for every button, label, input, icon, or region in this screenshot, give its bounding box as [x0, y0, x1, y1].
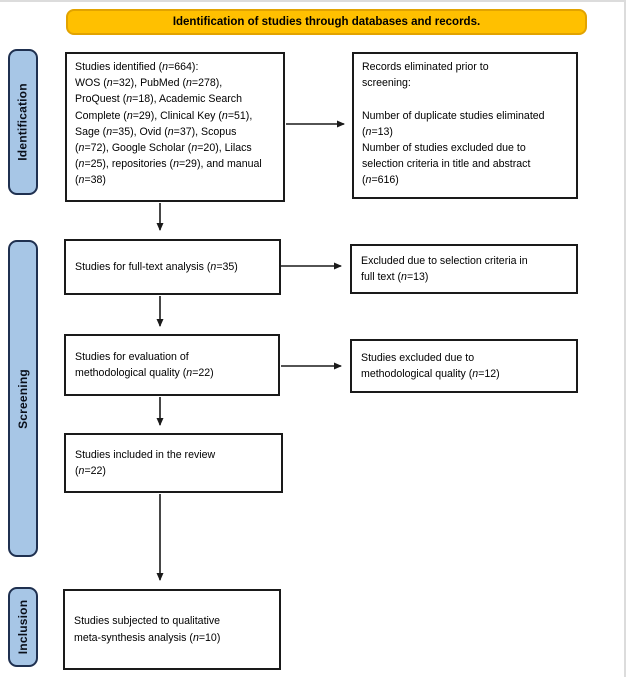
- box-full-text-analysis-text: Studies for full-text analysis (n=35): [75, 260, 238, 273]
- stage-label-inclusion-text: Inclusion: [16, 599, 31, 655]
- box-studies-identified: Studies identified (n=664):WOS (n=32), P…: [65, 52, 285, 202]
- box-studies-identified-text: Studies identified (n=664):WOS (n=32), P…: [75, 61, 262, 187]
- stage-label-identification: Identification: [8, 49, 38, 195]
- stage-label-screening-text: Screening: [16, 368, 31, 429]
- box-included-in-review-text: Studies included in the review(n=22): [75, 448, 216, 477]
- header-banner: Identification of studies through databa…: [66, 9, 587, 35]
- box-full-text-analysis: Studies for full-text analysis (n=35): [64, 239, 281, 295]
- header-banner-title: Identification of studies through databa…: [172, 16, 481, 28]
- stage-label-identification-text: Identification: [16, 83, 30, 161]
- stage-label-screening: Screening: [8, 240, 38, 557]
- box-included-in-review: Studies included in the review(n=22): [64, 433, 283, 493]
- stage-label-inclusion: Inclusion: [8, 587, 38, 667]
